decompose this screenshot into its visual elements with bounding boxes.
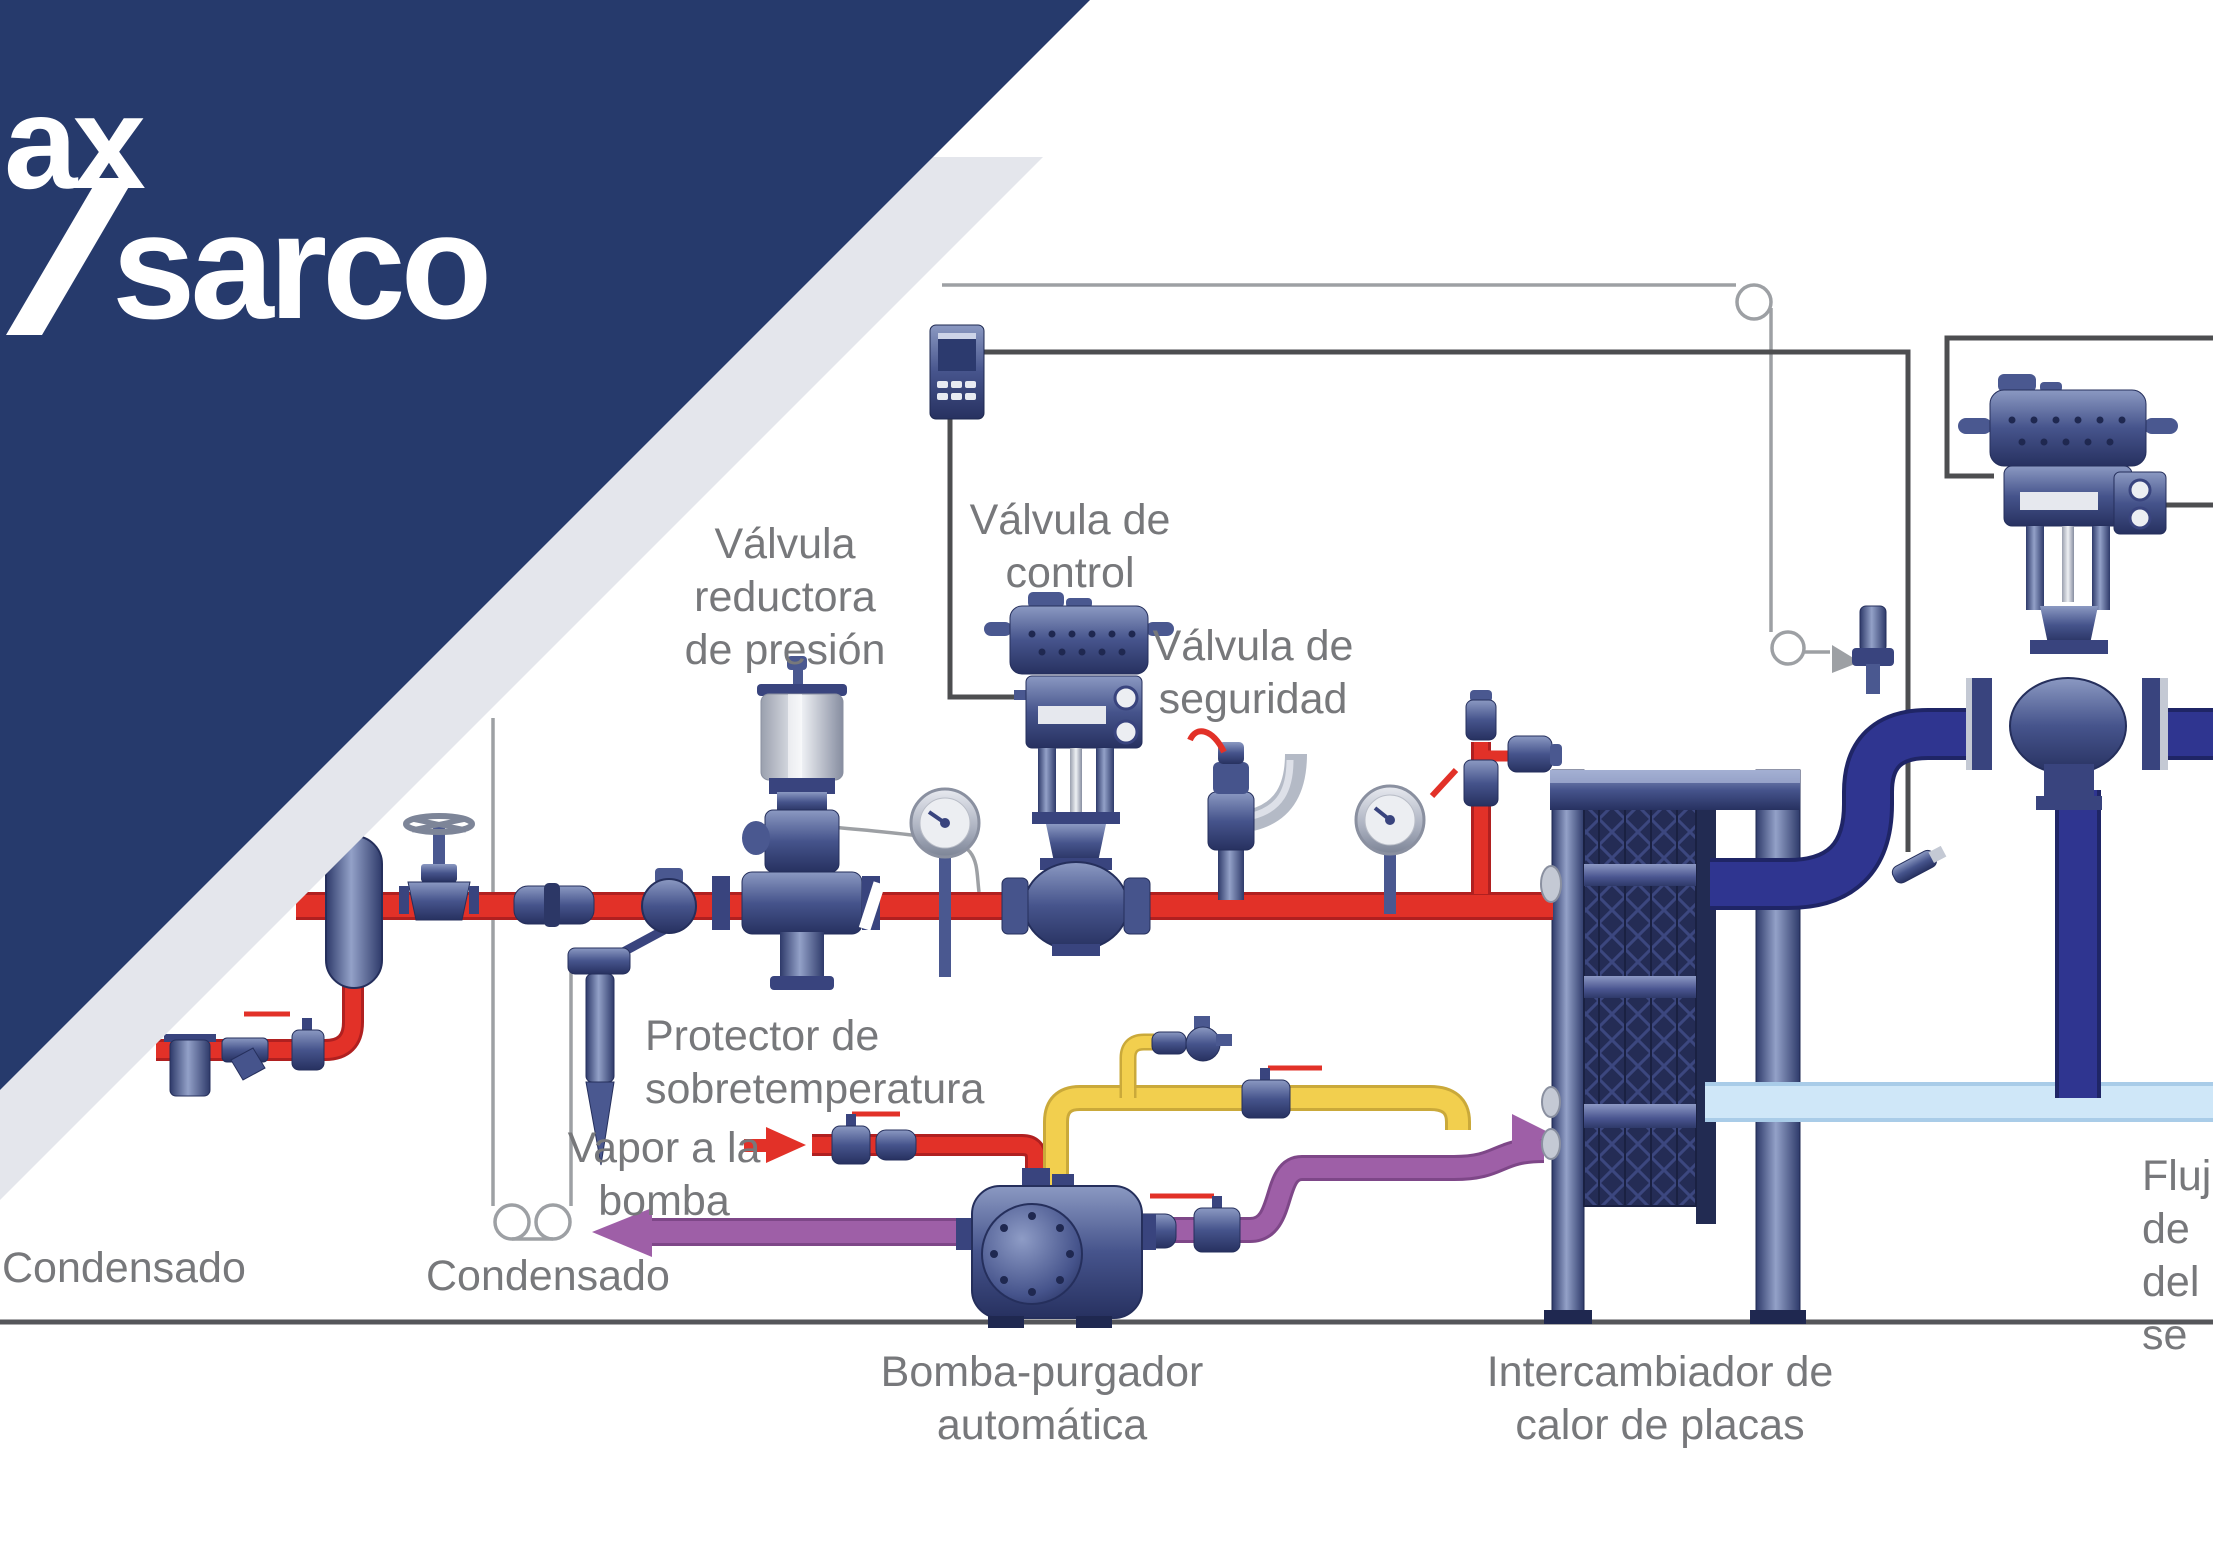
hot-outlet-pipe [1710, 708, 2213, 1098]
condensate-return-pipe [652, 1137, 1545, 1246]
capillary-arrow [1832, 645, 1860, 673]
air-vent-assembly [1429, 690, 1562, 807]
pressure-gauge [909, 787, 981, 977]
label-valvula-control: Válvula de control [969, 496, 1171, 597]
label-protector: Protector de sobretemperatura [645, 1012, 985, 1113]
pump-trap [956, 1168, 1156, 1328]
condensate-arrow [592, 1208, 652, 1257]
drain-ball-valve [291, 1029, 325, 1071]
controller-capillary-line [942, 283, 1830, 666]
steam-trap [169, 1039, 211, 1097]
plate-heat-exchanger [1544, 769, 1806, 1324]
pipe-break [858, 881, 886, 931]
label-intercambiador: Intercambiador de calor de placas [1486, 1348, 1834, 1449]
sarco-logo: ax sarco [4, 69, 492, 350]
logo-slash [6, 178, 134, 335]
label-condensado-center: Condensado [426, 1252, 670, 1300]
safety-valve-discharge [1248, 753, 1307, 831]
vent-float-valve [1151, 1016, 1232, 1062]
steam-trap-set [164, 1011, 325, 1097]
label-bomba-purgador: Bomba-purgador automática [880, 1348, 1204, 1449]
isolation-valve [399, 813, 479, 921]
label-valvula-reductora: Válvula reductora de presión [684, 520, 886, 674]
pressure-reducing-valve [712, 656, 880, 990]
label-valvula-seguridad: Válvula de seguridad [1152, 622, 1354, 723]
brand-banner: ax sarco [0, 0, 1090, 1200]
label-flujo-secundario: Flujo de del se [2142, 1152, 2213, 1359]
steam-to-pump-arrow [744, 1127, 806, 1163]
banner-navy-triangle [0, 0, 1090, 1090]
valve-lever [1429, 767, 1459, 799]
motive-ball-valve [831, 1111, 917, 1165]
control-valve [984, 592, 1174, 956]
hx-inlet-arrow [1512, 1114, 1552, 1154]
hx-foot [1544, 1310, 1592, 1324]
separator-drain-pipe [156, 985, 364, 1061]
overtemperature-protector [567, 868, 697, 1166]
safety-valve-lever [1187, 728, 1227, 754]
protector-probe-tip [585, 1081, 615, 1166]
logo-text-sarco: sarco [112, 182, 487, 350]
label-vapor-a-la-bomba: Vapor a la bomba [567, 1124, 761, 1225]
hx-foot [1750, 1310, 1806, 1324]
protector-capillary-coil [491, 718, 573, 1241]
banner-gray-band [0, 157, 1043, 1200]
pressure-gauge [1354, 784, 1426, 914]
motive-steam-pipe [812, 1134, 1047, 1212]
positioner [2113, 471, 2167, 535]
controller-signal-lines [947, 335, 2213, 852]
controller-unit [929, 324, 985, 420]
pipe-union [513, 883, 595, 927]
strainer-leg [230, 1047, 266, 1081]
safety-valve [1187, 728, 1307, 900]
temperature-sensor [1852, 605, 1894, 694]
temperature-control-valve [1958, 374, 2178, 810]
hx-port-nozzles [1540, 865, 1562, 1160]
label-condensado-left: Condensado [2, 1244, 246, 1292]
outlet-pipe-sensor [1891, 845, 1947, 884]
vent-ball-valve [1241, 1065, 1322, 1119]
